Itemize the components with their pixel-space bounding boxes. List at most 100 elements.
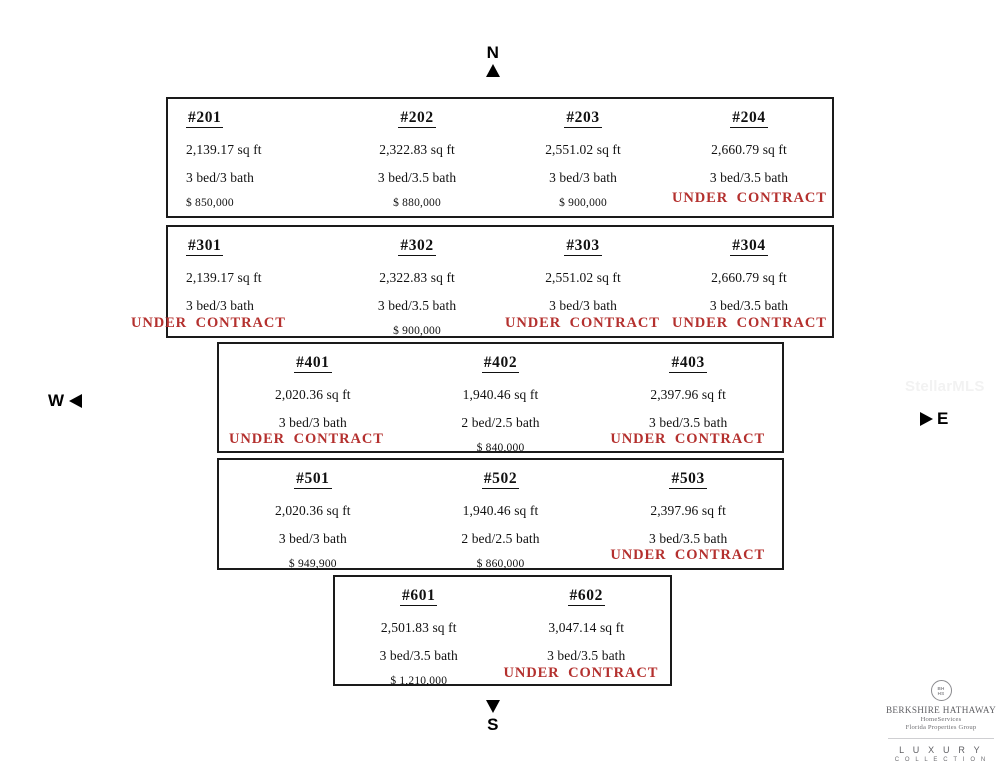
unit-beds: 3 bed/3 bath: [278, 531, 347, 547]
floor-row-4: #401 2,020.36 sq ft 3 bed/3 bath UNDER C…: [217, 342, 784, 454]
unit-number: #301: [186, 237, 224, 257]
status-badge: UNDER CONTRACT: [672, 315, 827, 331]
floor-row-3: #301 2,139.17 sq ft 3 bed/3 bath UNDER C…: [131, 225, 834, 338]
unit-304[interactable]: #304 2,660.79 sq ft 3 bed/3.5 bath UNDER…: [666, 227, 832, 336]
unit-number: #304: [730, 237, 768, 257]
unit-beds: 2 bed/2.5 bath: [461, 415, 540, 431]
brand-region: Florida Properties Group: [905, 724, 977, 731]
unit-number: #303: [564, 237, 602, 257]
status-badge: UNDER CONTRACT: [229, 431, 384, 447]
unit-number: #403: [669, 354, 707, 374]
unit-price: $ 1,210,000: [390, 675, 448, 688]
unit-beds: 3 bed/3.5 bath: [379, 648, 458, 664]
unit-beds: 3 bed/3 bath: [549, 170, 617, 186]
unit-403[interactable]: #403 2,397.96 sq ft 3 bed/3.5 bath UNDER…: [594, 344, 782, 451]
unit-number: #503: [669, 470, 707, 490]
unit-502[interactable]: #502 1,940.46 sq ft 2 bed/2.5 bath $ 860…: [407, 460, 595, 570]
unit-501[interactable]: #501 2,020.36 sq ft 3 bed/3 bath $ 949,9…: [219, 460, 407, 571]
unit-beds: 3 bed/3.5 bath: [649, 531, 728, 547]
compass-south: S: [486, 700, 500, 733]
unit-number: #202: [398, 109, 436, 129]
compass-north: N: [486, 44, 500, 77]
unit-sqft: 2,322.83 sq ft: [379, 142, 455, 158]
unit-602[interactable]: #602 3,047.14 sq ft 3 bed/3.5 bath UNDER…: [503, 577, 671, 684]
unit-sqft: 2,501.83 sq ft: [380, 620, 457, 636]
unit-sqft: 2,397.96 sq ft: [650, 387, 726, 403]
mls-watermark: StellarMLS: [905, 378, 985, 395]
arrow-left-icon: [68, 393, 82, 408]
unit-number: #201: [186, 109, 224, 129]
unit-sqft: 2,020.36 sq ft: [275, 387, 351, 403]
unit-sqft: 2,660.79 sq ft: [711, 142, 787, 158]
unit-sqft: 2,397.96 sq ft: [650, 503, 726, 519]
unit-number: #602: [567, 587, 605, 607]
arrow-down-icon: [486, 700, 500, 713]
brokerage-logo: BH HS BERKSHIRE HATHAWAY HomeServices Fl…: [880, 680, 1002, 763]
unit-301[interactable]: #301 2,139.17 sq ft 3 bed/3 bath UNDER C…: [131, 227, 334, 336]
unit-sqft: 2,139.17 sq ft: [186, 142, 262, 158]
unit-number: #402: [481, 354, 520, 374]
unit-sqft: 1,940.46 sq ft: [462, 387, 539, 403]
unit-303[interactable]: #303 2,551.02 sq ft 3 bed/3 bath UNDER C…: [500, 227, 666, 336]
unit-sqft: 2,322.83 sq ft: [379, 270, 455, 286]
bhhs-emblem-bottom: HS: [937, 690, 945, 696]
bhhs-emblem-top: BH: [937, 685, 945, 691]
status-badge: UNDER CONTRACT: [131, 315, 286, 331]
unit-601[interactable]: #601 2,501.83 sq ft 3 bed/3.5 bath $ 1,2…: [335, 577, 503, 688]
unit-beds: 3 bed/3 bath: [186, 170, 254, 186]
unit-beds: 3 bed/3 bath: [186, 298, 254, 314]
brand-divider: [888, 738, 994, 739]
unit-201[interactable]: #201 2,139.17 sq ft 3 bed/3 bath $ 850,0…: [168, 99, 334, 216]
unit-sqft: 1,940.46 sq ft: [462, 503, 539, 519]
unit-number: #502: [481, 470, 520, 490]
brand-luxury: L U X U R Y: [899, 745, 983, 755]
floor-row-6: #601 2,501.83 sq ft 3 bed/3.5 bath $ 1,2…: [333, 575, 672, 688]
unit-sqft: 2,551.02 sq ft: [545, 142, 621, 158]
unit-price: $ 900,000: [559, 197, 607, 210]
unit-401[interactable]: #401 2,020.36 sq ft 3 bed/3 bath UNDER C…: [219, 344, 407, 451]
arrow-up-icon: [486, 64, 500, 77]
bhhs-emblem-icon: BH HS: [930, 680, 952, 701]
unit-number: #204: [730, 109, 768, 129]
status-badge: UNDER CONTRACT: [610, 431, 766, 447]
unit-203[interactable]: #203 2,551.02 sq ft 3 bed/3 bath $ 900,0…: [500, 99, 666, 216]
unit-number: #501: [294, 470, 332, 490]
unit-302[interactable]: #302 2,322.83 sq ft 3 bed/3.5 bath $ 900…: [334, 227, 500, 338]
unit-202[interactable]: #202 2,322.83 sq ft 3 bed/3.5 bath $ 880…: [334, 99, 500, 216]
unit-beds: 3 bed/3.5 bath: [377, 170, 457, 186]
unit-number: #401: [294, 354, 332, 374]
status-badge: UNDER CONTRACT: [672, 190, 827, 206]
brand-name: BERKSHIRE HATHAWAY: [885, 705, 997, 715]
unit-sqft: 2,020.36 sq ft: [275, 503, 351, 519]
unit-204[interactable]: #204 2,660.79 sq ft 3 bed/3.5 bath UNDER…: [666, 99, 832, 216]
unit-sqft: 2,660.79 sq ft: [711, 270, 787, 286]
unit-beds: 3 bed/3 bath: [278, 415, 347, 431]
unit-number: #302: [398, 237, 436, 257]
compass-west: W: [48, 392, 82, 409]
unit-price: $ 880,000: [393, 197, 441, 210]
floor-row-5: #501 2,020.36 sq ft 3 bed/3 bath $ 949,9…: [217, 458, 784, 570]
unit-503[interactable]: #503 2,397.96 sq ft 3 bed/3.5 bath UNDER…: [594, 460, 782, 568]
unit-beds: 3 bed/3.5 bath: [547, 648, 626, 664]
unit-beds: 3 bed/3.5 bath: [649, 415, 728, 431]
unit-sqft: 2,551.02 sq ft: [545, 270, 621, 286]
status-badge: UNDER CONTRACT: [505, 315, 660, 331]
unit-beds: 3 bed/3.5 bath: [709, 170, 789, 186]
compass-east-label: E: [937, 409, 949, 428]
floor-row-2: #201 2,139.17 sq ft 3 bed/3 bath $ 850,0…: [166, 97, 834, 218]
compass-north-label: N: [486, 43, 500, 62]
unit-beds: 3 bed/3.5 bath: [377, 298, 457, 314]
unit-price: $ 900,000: [393, 325, 441, 338]
unit-402[interactable]: #402 1,940.46 sq ft 2 bed/2.5 bath $ 840…: [407, 344, 595, 454]
arrow-right-icon: [920, 411, 933, 426]
compass-west-label: W: [48, 391, 65, 410]
unit-price: $ 850,000: [186, 197, 234, 210]
unit-beds: 3 bed/3 bath: [549, 298, 617, 314]
unit-number: #601: [400, 587, 438, 607]
unit-beds: 2 bed/2.5 bath: [461, 531, 540, 547]
compass-east: E: [920, 410, 949, 427]
brand-subtitle: HomeServices: [920, 716, 962, 723]
compass-south-label: S: [487, 715, 499, 734]
unit-price: $ 949,900: [288, 558, 337, 571]
